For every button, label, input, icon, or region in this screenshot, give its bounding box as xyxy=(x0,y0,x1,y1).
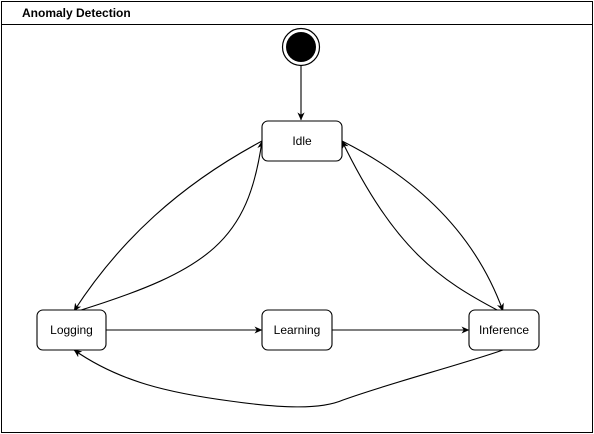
state-logging[interactable]: Logging xyxy=(36,309,107,351)
state-idle[interactable]: Idle xyxy=(261,120,343,162)
state-idle-label: Idle xyxy=(292,134,312,148)
state-learning-label: Learning xyxy=(274,323,321,337)
transition-inference-to-logging[interactable] xyxy=(73,349,504,408)
diagram-title: Anomaly Detection xyxy=(22,6,131,20)
transitions xyxy=(73,66,504,408)
state-inference-label: Inference xyxy=(479,323,529,337)
transition-logging-to-idle[interactable] xyxy=(77,140,265,312)
transition-inference-to-idle[interactable] xyxy=(341,140,500,312)
transition-idle-to-inference[interactable] xyxy=(341,140,504,312)
transition-idle-to-logging[interactable] xyxy=(73,140,263,312)
state-learning[interactable]: Learning xyxy=(261,309,333,351)
state-logging-label: Logging xyxy=(50,323,93,337)
state-inference[interactable]: Inference xyxy=(468,309,540,351)
initial-state[interactable] xyxy=(281,27,321,67)
